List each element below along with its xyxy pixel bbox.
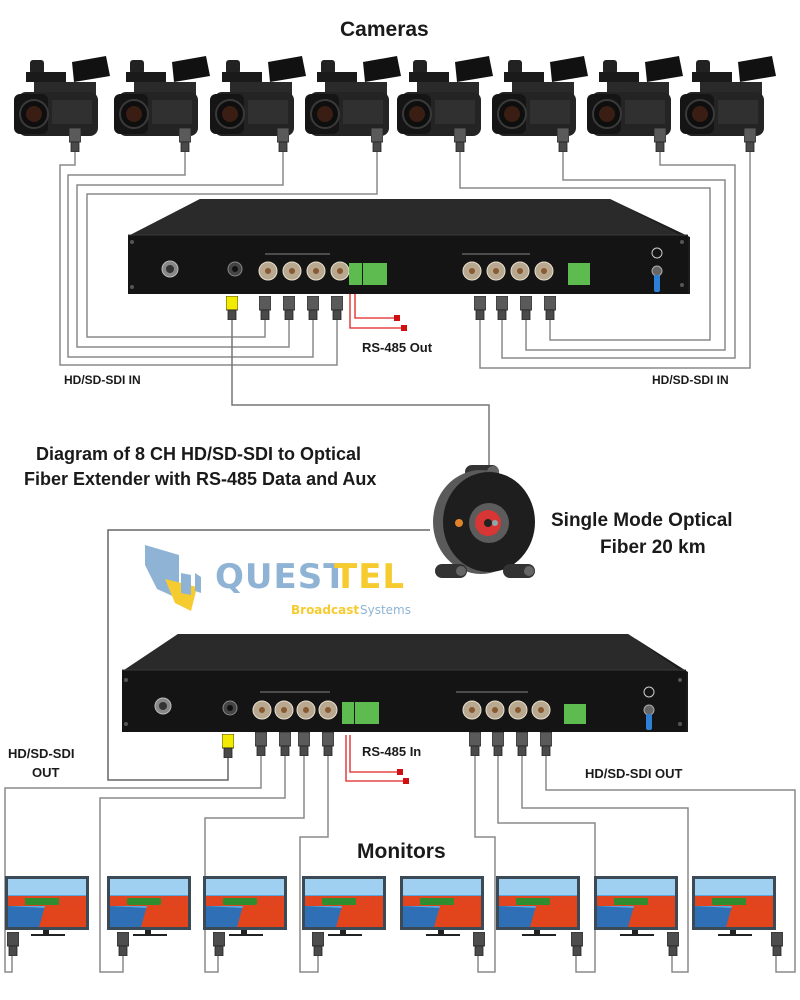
monitor-icon bbox=[496, 876, 582, 956]
logo-mark-icon bbox=[145, 545, 201, 611]
tx-sdi-plug bbox=[306, 295, 320, 321]
tx-sdi-plug bbox=[473, 295, 487, 321]
receiver-chassis-icon bbox=[122, 634, 688, 732]
monitor-sdi-plug bbox=[666, 931, 680, 957]
fiber-cable-bottom bbox=[107, 529, 430, 781]
logo-tagline-part2: Systems bbox=[360, 603, 411, 617]
cable-cam5 bbox=[459, 150, 711, 341]
camera-sdi-plug bbox=[653, 127, 667, 153]
monitors-title: Monitors bbox=[357, 840, 446, 863]
rs485-out-wire-a bbox=[354, 293, 395, 319]
tx-sdi-in-left-label: HD/SD-SDI IN bbox=[64, 373, 141, 387]
rs485-in-terminal-b bbox=[403, 778, 409, 784]
rx-sdi-out-left-label-line1: HD/SD-SDI bbox=[8, 746, 75, 761]
rs485-in-wire-b bbox=[345, 735, 404, 782]
monitor-icon bbox=[594, 876, 680, 956]
cable-cam4 bbox=[86, 150, 378, 338]
tx-sdi-plug bbox=[282, 295, 296, 321]
monitor-icon bbox=[302, 876, 388, 956]
tx-sdi-plug bbox=[330, 295, 344, 321]
diagram-caption-line1: Diagram of 8 CH HD/SD-SDI to Optical bbox=[36, 444, 362, 464]
transmitter-chassis-icon bbox=[128, 199, 690, 294]
rx-sdi-plug bbox=[297, 731, 311, 757]
rs485-out-label: RS-485 Out bbox=[362, 340, 433, 355]
monitor-sdi-plug bbox=[570, 931, 584, 957]
camera-sdi-plug bbox=[453, 127, 467, 153]
tx-fiber-plug bbox=[225, 295, 239, 321]
rs485-in-wire-a bbox=[349, 735, 398, 773]
fiber-cable-top bbox=[231, 320, 490, 465]
rs485-out-terminal-b bbox=[401, 325, 407, 331]
rx-fiber-plug bbox=[221, 733, 235, 759]
cable-cam8 bbox=[479, 150, 751, 369]
fiber-label-line1: Single Mode Optical bbox=[551, 510, 733, 531]
rx-sdi-plug bbox=[515, 731, 529, 757]
logo-tagline-part1: Broadcast bbox=[291, 603, 360, 617]
fiber-label-line2: Fiber 20 km bbox=[600, 537, 706, 558]
monitor-sdi-plug bbox=[770, 931, 784, 957]
diagram-caption-line2: Fiber Extender with RS-485 Data and Aux bbox=[24, 469, 377, 489]
logo-name-part2: TEL bbox=[334, 557, 406, 597]
rx-sdi-plug bbox=[539, 731, 553, 757]
cable-mon4 bbox=[299, 755, 329, 973]
monitor-sdi-plug bbox=[116, 931, 130, 957]
camera-icon bbox=[490, 52, 594, 152]
rs485-in-terminal-a bbox=[397, 769, 403, 775]
logo-name-part1: QUEST bbox=[215, 557, 348, 597]
tx-sdi-plug bbox=[519, 295, 533, 321]
monitor-sdi-plug bbox=[311, 931, 325, 957]
tx-sdi-plug bbox=[543, 295, 557, 321]
cable-cam2 bbox=[67, 150, 314, 358]
receiver-unit bbox=[118, 632, 688, 734]
rx-sdi-plug bbox=[278, 731, 292, 757]
rx-sdi-plug bbox=[254, 731, 268, 757]
camera-sdi-plug bbox=[68, 127, 82, 153]
rx-sdi-plug bbox=[491, 731, 505, 757]
monitor-icon bbox=[400, 876, 486, 956]
monitor-sdi-plug bbox=[212, 931, 226, 957]
camera-icon bbox=[112, 52, 216, 152]
rx-sdi-out-left-label-line2: OUT bbox=[32, 765, 60, 780]
rs485-out-wire-b bbox=[349, 293, 402, 329]
monitor-icon bbox=[5, 876, 91, 956]
transmitter-unit bbox=[120, 197, 690, 297]
camera-sdi-plug bbox=[370, 127, 384, 153]
monitor-icon bbox=[107, 876, 193, 956]
cable-cam6 bbox=[525, 150, 726, 351]
cable-mon2 bbox=[99, 755, 286, 973]
cable-mon7 bbox=[521, 755, 689, 973]
camera-sdi-plug bbox=[276, 127, 290, 153]
monitor-sdi-plug bbox=[472, 931, 486, 957]
tx-sdi-plug bbox=[495, 295, 509, 321]
camera-icon bbox=[208, 52, 312, 152]
monitor-icon bbox=[203, 876, 289, 956]
rx-sdi-out-right-label: HD/SD-SDI OUT bbox=[585, 766, 683, 781]
tx-sdi-in-right-label: HD/SD-SDI IN bbox=[652, 373, 729, 387]
camera-sdi-plug bbox=[556, 127, 570, 153]
rs485-in-label: RS-485 In bbox=[362, 744, 422, 759]
camera-sdi-plug bbox=[743, 127, 757, 153]
camera-icon bbox=[395, 52, 499, 152]
rx-sdi-plug bbox=[468, 731, 482, 757]
camera-icon bbox=[303, 52, 407, 152]
cable-mon8 bbox=[545, 755, 796, 973]
tx-sdi-plug bbox=[258, 295, 272, 321]
cable-cam1 bbox=[59, 150, 338, 366]
camera-icon bbox=[585, 52, 689, 152]
rs485-out-terminal-a bbox=[394, 315, 400, 321]
monitor-icon bbox=[692, 876, 778, 956]
cable-cam7 bbox=[501, 150, 736, 359]
fiber-reel-icon bbox=[433, 465, 535, 578]
cable-mon5 bbox=[474, 755, 496, 973]
rx-sdi-plug bbox=[321, 731, 335, 757]
camera-icon bbox=[678, 52, 782, 152]
cable-cam3 bbox=[76, 150, 290, 348]
monitor-sdi-plug bbox=[6, 931, 20, 957]
camera-sdi-plug bbox=[178, 127, 192, 153]
questtel-logo: QUEST TEL Broadcast Systems bbox=[145, 545, 425, 620]
camera-icon bbox=[12, 52, 116, 152]
cameras-title: Cameras bbox=[340, 18, 429, 41]
